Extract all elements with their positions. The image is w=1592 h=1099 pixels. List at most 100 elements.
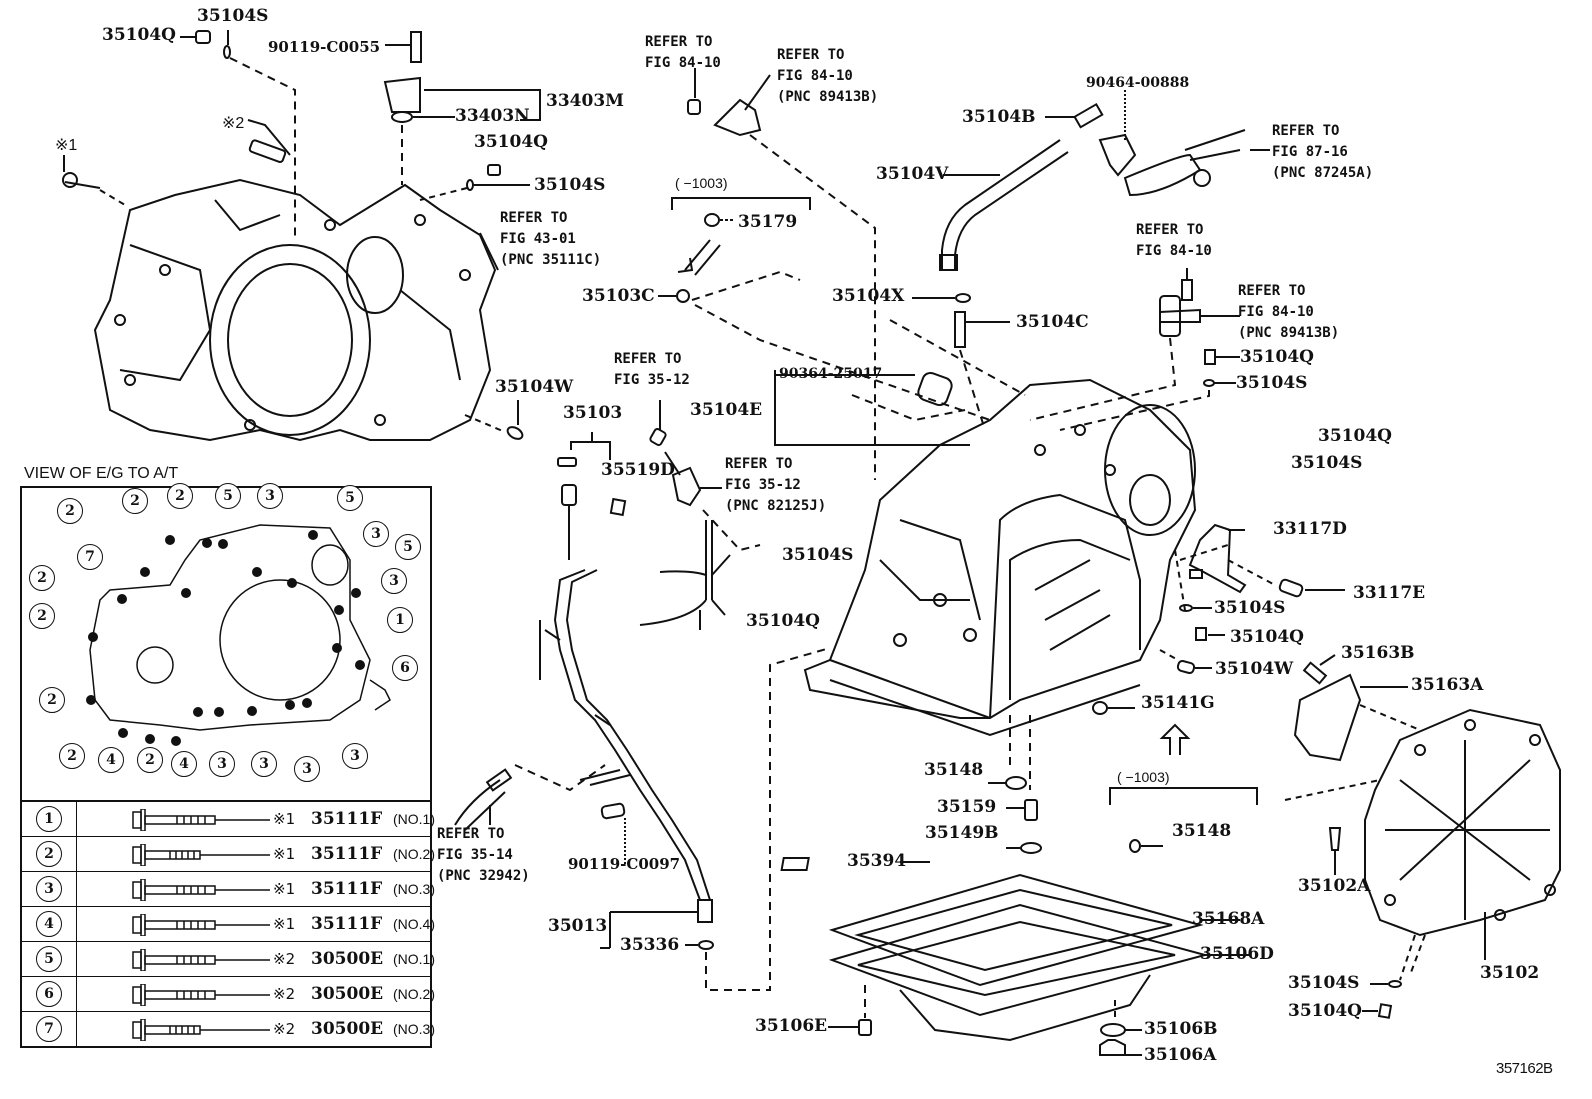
- part-label[interactable]: 33403N: [455, 106, 530, 126]
- bolt-part-number[interactable]: 35111F: [311, 879, 383, 899]
- part-label[interactable]: 35106E: [755, 1016, 828, 1036]
- refer-fig-35-12[interactable]: REFER TO FIG 35-12: [614, 351, 690, 388]
- refer-fig-84-10[interactable]: REFER TO FIG 84-10: [645, 34, 721, 71]
- refer-fig-84-10[interactable]: REFER TO FIG 84-10: [1136, 222, 1212, 259]
- part-label[interactable]: 35104W: [495, 377, 574, 397]
- part-label[interactable]: 90119-C0055: [268, 38, 381, 56]
- part-label[interactable]: 35102A: [1298, 876, 1371, 896]
- part-label[interactable]: 35148: [924, 760, 984, 780]
- view-callout-number: 2: [59, 743, 85, 769]
- part-label[interactable]: 35159: [937, 797, 997, 817]
- view-callout-number: 2: [57, 498, 83, 524]
- part-label[interactable]: 35168A: [1192, 909, 1265, 929]
- part-label[interactable]: 35104Q: [474, 132, 548, 152]
- part-label[interactable]: 90364-25017: [779, 366, 883, 382]
- refer-fig-35-14[interactable]: REFER TO FIG 35-14 (PNC 32942): [437, 826, 530, 884]
- part-label[interactable]: 35104Q: [1240, 347, 1314, 367]
- bolt-icon: [132, 879, 270, 901]
- bolt-part-number[interactable]: 30500E: [311, 949, 384, 969]
- part-label[interactable]: 35104B: [962, 107, 1036, 127]
- bolt-part-number[interactable]: 35111F: [311, 809, 383, 829]
- part-label[interactable]: 35104S: [197, 6, 269, 26]
- bolt-part-number[interactable]: 30500E: [311, 984, 384, 1004]
- bolt-icon: [132, 844, 270, 866]
- bolt-index-cell: 6: [20, 976, 77, 1012]
- engine-to-transaxle-view-drawing: [86, 524, 391, 746]
- refer-fig-84-10-pnc-89413b[interactable]: REFER TO FIG 84-10 (PNC 89413B): [777, 47, 879, 105]
- bolt-index: 6: [36, 981, 62, 1007]
- part-label[interactable]: 35336: [620, 935, 680, 955]
- part-label[interactable]: 35102: [1480, 963, 1540, 983]
- part-label[interactable]: 35104X: [832, 286, 905, 306]
- part-label[interactable]: 33403M: [546, 91, 624, 111]
- view-callout-number: 6: [392, 655, 418, 681]
- view-callout-number: 2: [122, 488, 148, 514]
- date-note-lower: ( −1003): [1117, 769, 1170, 785]
- view-callout-number: 4: [171, 751, 197, 777]
- bolt-icon: [132, 949, 270, 971]
- part-label[interactable]: 35104S: [1291, 453, 1363, 473]
- part-label[interactable]: 35179: [738, 212, 798, 232]
- part-label[interactable]: 35106A: [1144, 1045, 1217, 1065]
- part-label[interactable]: 35148: [1172, 821, 1232, 841]
- part-label[interactable]: 35106B: [1144, 1019, 1218, 1039]
- refer-fig-43-01[interactable]: REFER TO FIG 43-01 (PNC 35111C): [500, 210, 602, 268]
- part-label[interactable]: 35104S: [1214, 598, 1286, 618]
- refer-fig-35-12-pnc-82125j[interactable]: REFER TO FIG 35-12 (PNC 82125J): [725, 456, 827, 514]
- view-callout-number: 2: [39, 687, 65, 713]
- bolt-index-cell: 5: [20, 941, 77, 977]
- part-label[interactable]: 33117D: [1273, 519, 1347, 539]
- part-label[interactable]: 35163B: [1341, 643, 1415, 663]
- part-label[interactable]: 35013: [548, 916, 608, 936]
- part-label[interactable]: 35106D: [1200, 944, 1274, 964]
- view-callout-number: 2: [167, 483, 193, 509]
- view-callout-number: 3: [294, 756, 320, 782]
- refer-fig-87-16[interactable]: REFER TO FIG 87-16 (PNC 87245A): [1272, 123, 1374, 181]
- part-label[interactable]: 35104Q: [1318, 426, 1392, 446]
- part-label[interactable]: 35103: [563, 403, 623, 423]
- bolt-number: (NO.4): [393, 916, 435, 932]
- part-label[interactable]: 35104Q: [746, 611, 820, 631]
- part-label[interactable]: 90464-00888: [1086, 75, 1190, 91]
- part-label[interactable]: 35104S: [782, 545, 854, 565]
- bolt-index-cell: 7: [20, 1011, 77, 1048]
- bolt-part-number[interactable]: 35111F: [311, 844, 383, 864]
- part-label[interactable]: 35104V: [876, 164, 949, 184]
- part-label[interactable]: 33117E: [1353, 583, 1426, 603]
- part-label[interactable]: 35104S: [534, 175, 606, 195]
- part-label[interactable]: 35104S: [1288, 973, 1360, 993]
- part-label[interactable]: 35141G: [1141, 693, 1215, 713]
- part-label[interactable]: 35104E: [690, 400, 763, 420]
- part-label[interactable]: 35104Q: [1288, 1001, 1362, 1021]
- refer-fig-84-10-pnc-89413b[interactable]: REFER TO FIG 84-10 (PNC 89413B): [1238, 283, 1340, 341]
- part-label[interactable]: 35104Q: [102, 25, 176, 45]
- view-callout-number: 4: [98, 747, 124, 773]
- part-label[interactable]: 35103C: [582, 286, 655, 306]
- bolt-icon: [132, 1019, 270, 1041]
- view-callout-number: 2: [29, 565, 55, 591]
- harness-dipstick-drawing: [454, 400, 831, 991]
- transaxle-case-drawing: [803, 378, 1197, 737]
- part-label[interactable]: 35394: [847, 851, 907, 871]
- part-label[interactable]: 35104S: [1236, 373, 1308, 393]
- bolt-part-number[interactable]: 30500E: [311, 1019, 384, 1039]
- bolt-number: (NO.1): [393, 951, 435, 967]
- part-label[interactable]: 35163A: [1411, 675, 1484, 695]
- part-label[interactable]: 35519D: [601, 460, 675, 480]
- part-label[interactable]: 35149B: [925, 823, 999, 843]
- view-callout-number: 5: [215, 483, 241, 509]
- part-label[interactable]: 90119-C0097: [568, 855, 681, 873]
- bolt-part-number[interactable]: 35111F: [311, 914, 383, 934]
- oil-pan-drawing: [780, 701, 1258, 1056]
- part-label[interactable]: 35104Q: [1230, 627, 1304, 647]
- part-label[interactable]: 35104C: [1016, 312, 1089, 332]
- part-label[interactable]: 35104W: [1215, 659, 1294, 679]
